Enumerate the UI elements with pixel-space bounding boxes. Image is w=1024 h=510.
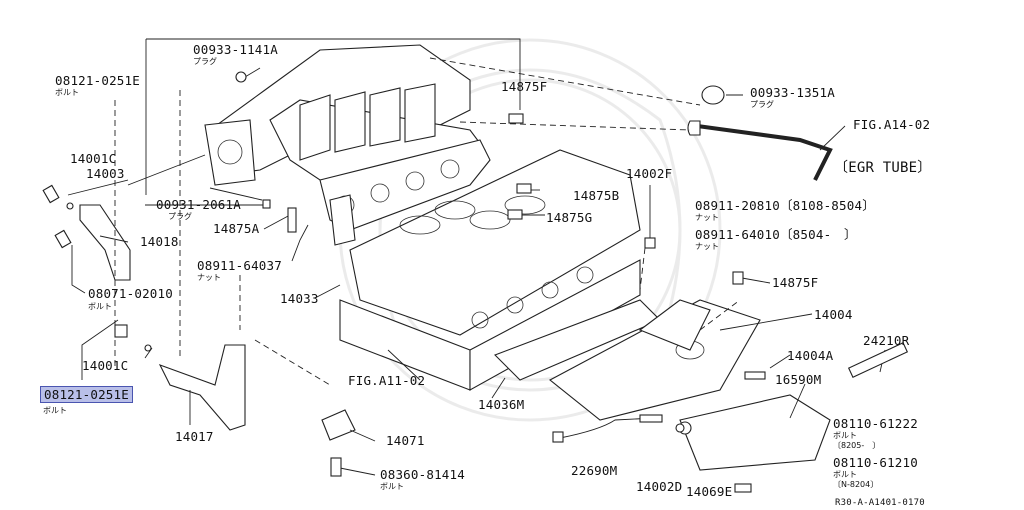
label-14875F-right[interactable]: 14875F [772, 275, 819, 290]
label-14033[interactable]: 14033 [280, 291, 319, 306]
label-08071-02010[interactable]: 08071-02010 [88, 286, 173, 301]
label-fig-a11-02[interactable]: FIG.A11-02 [348, 373, 426, 388]
label-08121-0251E-selected-type: ボルト [43, 406, 67, 415]
label-08911-20810-type: ナット [695, 213, 719, 222]
bracket-14017 [158, 344, 246, 431]
label-08121-0251E-top[interactable]: 08121-0251E [55, 73, 140, 88]
label-00933-1351A-type: プラグ [750, 100, 774, 109]
label-08911-64037-type: ナット [197, 273, 221, 282]
label-egr-tube: 〔EGR TUBE〕 [834, 160, 932, 176]
label-08110-61222-range: 〔8205- 〕 [833, 441, 881, 450]
label-14001C-top[interactable]: 14001C [70, 151, 117, 166]
label-14875A[interactable]: 14875A [213, 221, 260, 236]
plug-00933-1351A [701, 85, 725, 105]
label-14875F-top[interactable]: 14875F [501, 79, 548, 94]
label-16590M[interactable]: 16590M [775, 372, 822, 387]
label-14002F[interactable]: 14002F [626, 166, 673, 181]
heat-shield [679, 394, 831, 471]
label-14004[interactable]: 14004 [814, 307, 853, 322]
label-14001C-bottom[interactable]: 14001C [82, 358, 129, 373]
label-14875G[interactable]: 14875G [546, 210, 593, 225]
label-fig-a14-02[interactable]: FIG.A14-02 [853, 117, 931, 132]
sensor-harness [559, 417, 656, 439]
label-00931-2061A-type: プラグ [168, 212, 192, 221]
label-08360-81414-type: ボルト [380, 482, 404, 491]
fasteners [42, 71, 909, 493]
egr-tube [689, 123, 833, 181]
label-08911-64010-type: ナット [695, 242, 719, 251]
label-14003[interactable]: 14003 [86, 166, 125, 181]
label-08121-0251E-selected[interactable]: 08121-0251E [40, 386, 133, 403]
label-00931-2061A[interactable]: 00931-2061A [156, 197, 241, 212]
label-00933-1141A[interactable]: 00933-1141A [193, 42, 278, 57]
label-08110-61210-range: 〔N-8204〕 [833, 480, 879, 489]
label-14018[interactable]: 14018 [140, 234, 179, 249]
label-14071[interactable]: 14071 [386, 433, 425, 448]
diagram-reference-code: R30-A-A1401-0170 [835, 498, 925, 508]
label-00933-1141A-type: プラグ [193, 57, 217, 66]
bracket-14071 [321, 409, 356, 441]
label-24210R[interactable]: 24210R [863, 333, 910, 348]
label-08911-20810[interactable]: 08911-20810〔8108-8504〕 [695, 198, 875, 213]
label-08110-61210-type: ボルト [833, 470, 857, 479]
label-08110-61210[interactable]: 08110-61210 [833, 455, 918, 470]
label-14069E[interactable]: 14069E [686, 484, 733, 499]
label-08071-02010-type: ボルト [88, 302, 112, 311]
label-08360-81414[interactable]: 08360-81414 [380, 467, 465, 482]
label-08110-61222-type: ボルト [833, 431, 857, 440]
label-14002D[interactable]: 14002D [636, 479, 683, 494]
exhaust-manifold [549, 299, 761, 421]
label-08911-64037[interactable]: 08911-64037 [197, 258, 282, 273]
label-14017[interactable]: 14017 [175, 429, 214, 444]
label-00933-1351A[interactable]: 00933-1351A [750, 85, 835, 100]
label-08911-64010[interactable]: 08911-64010〔8504- 〕 [695, 227, 857, 242]
label-08121-0251E-top-type: ボルト [55, 88, 79, 97]
label-14875B[interactable]: 14875B [573, 188, 620, 203]
label-14004A[interactable]: 14004A [787, 348, 834, 363]
intake-manifold [204, 44, 491, 246]
bracket-14018 [79, 204, 131, 281]
label-14036M[interactable]: 14036M [478, 397, 525, 412]
label-22690M[interactable]: 22690M [571, 463, 618, 478]
label-08110-61222[interactable]: 08110-61222 [833, 416, 918, 431]
